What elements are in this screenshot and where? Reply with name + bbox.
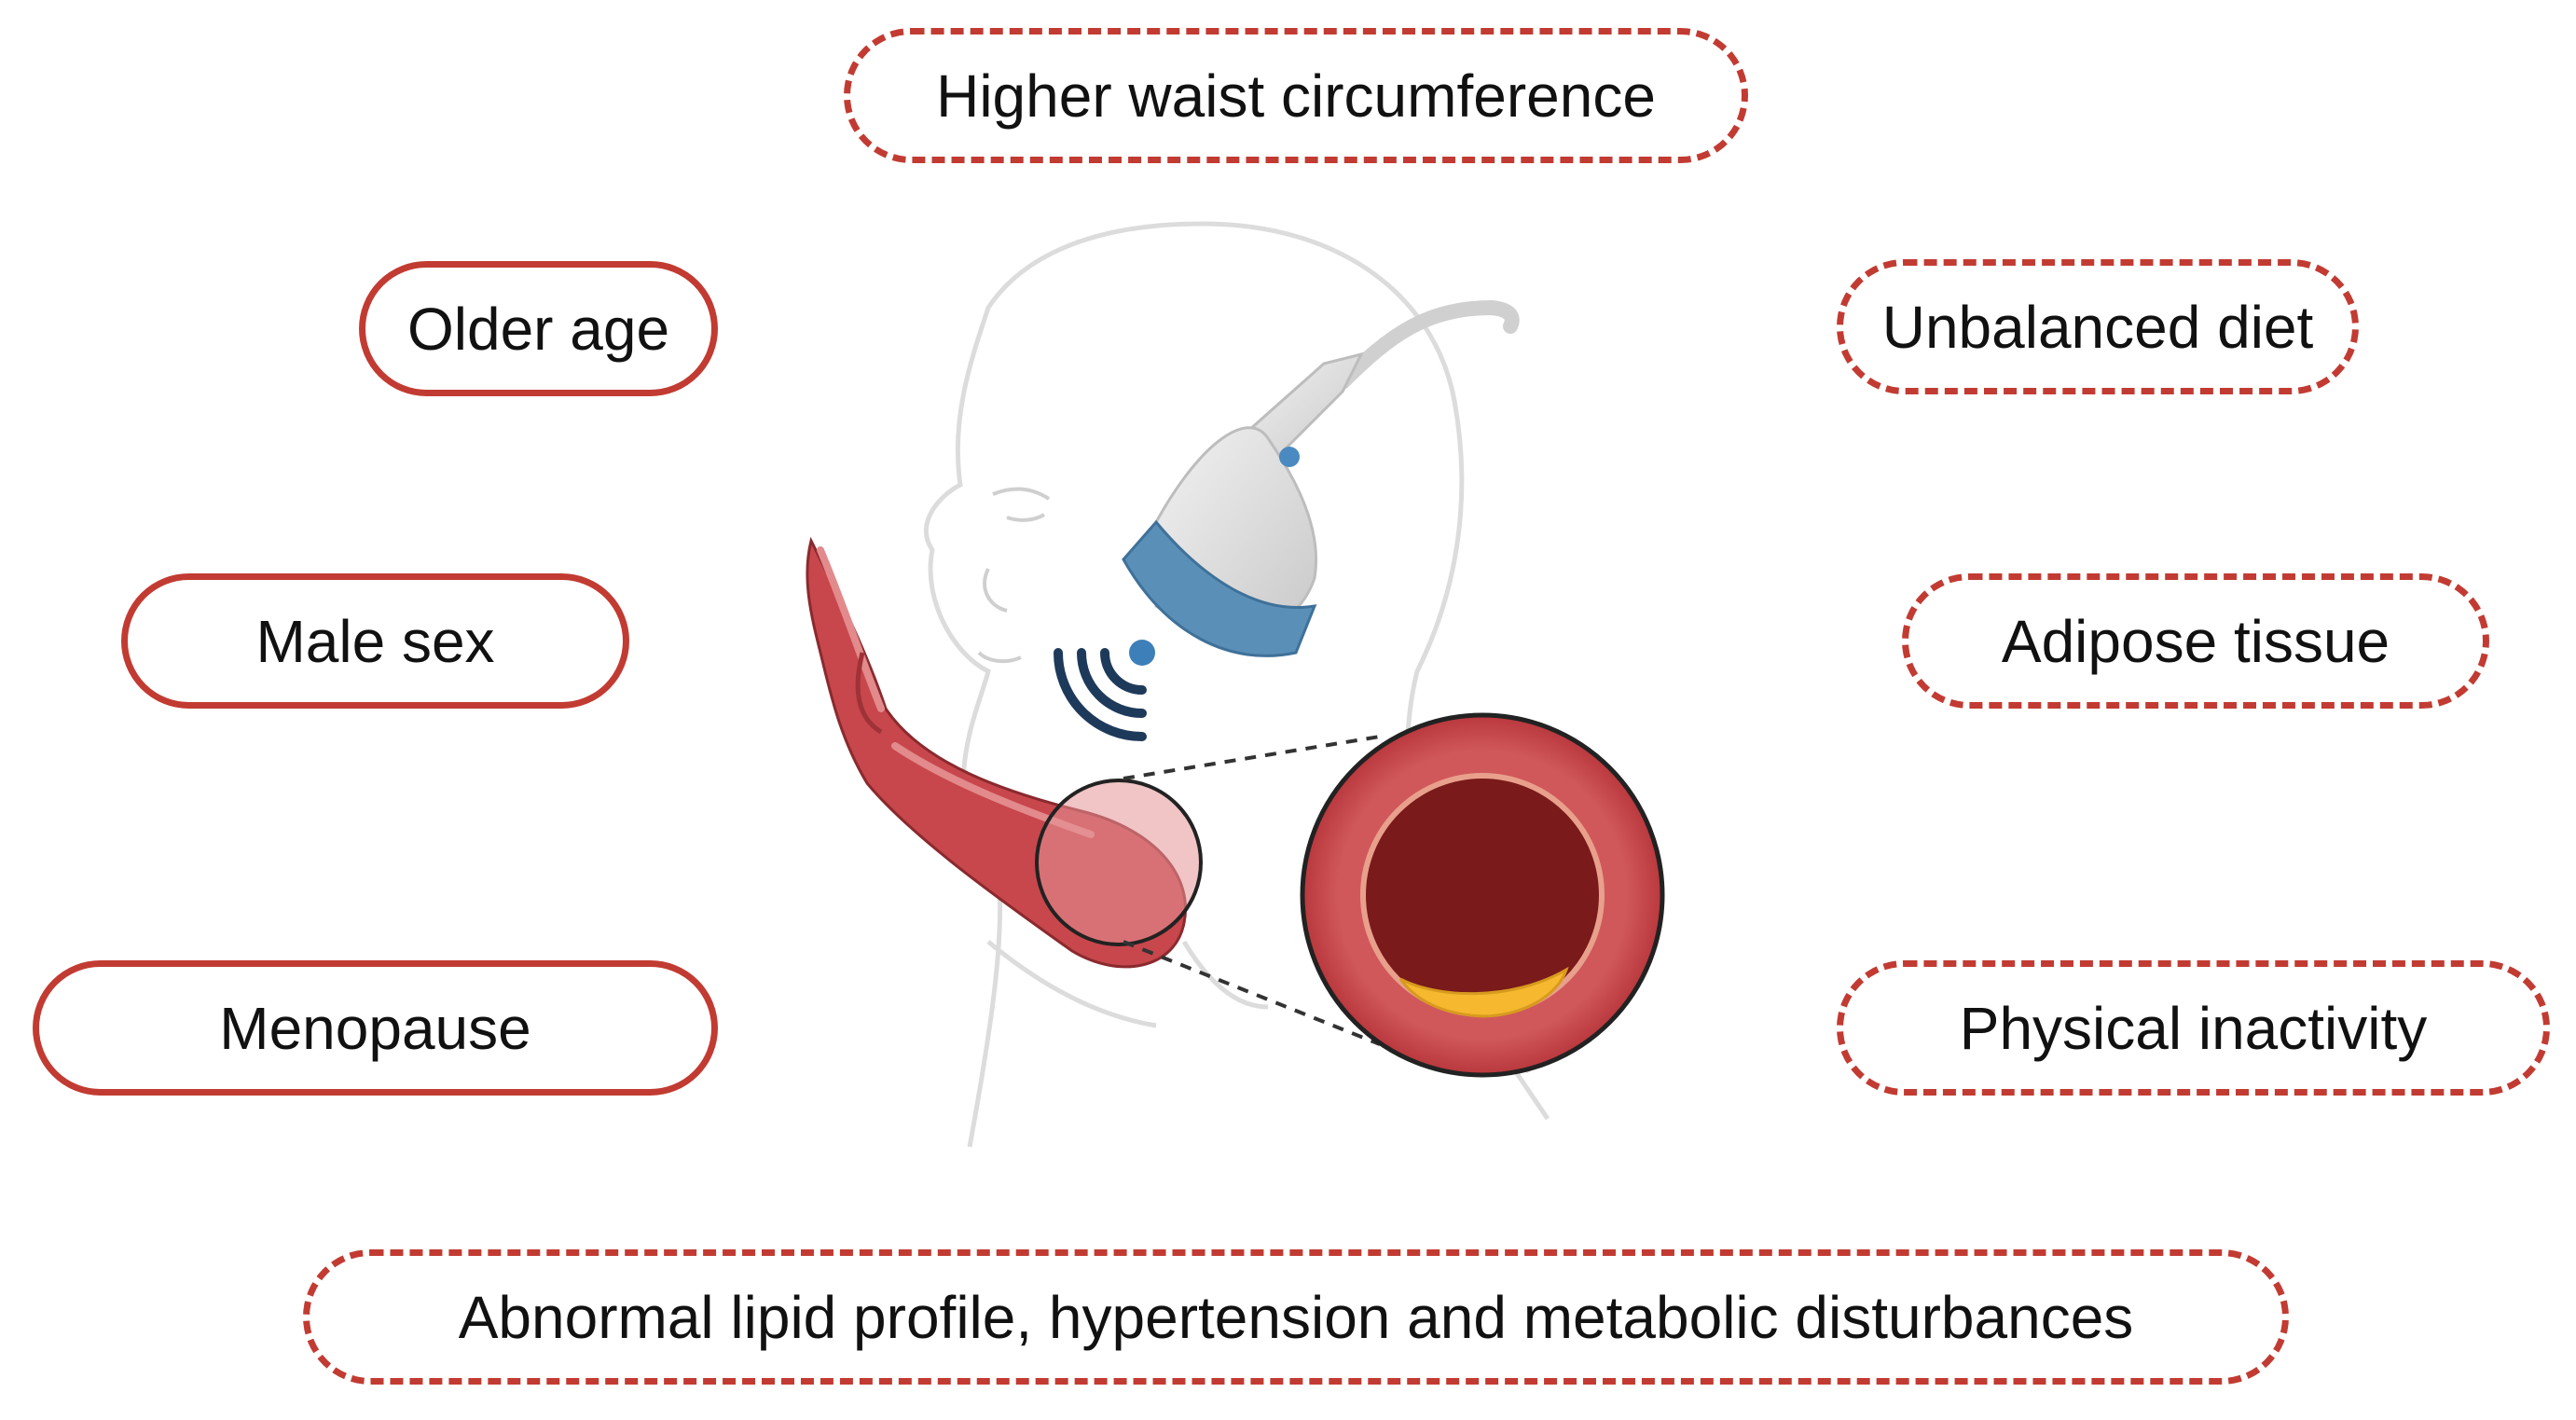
factor-diet: Unbalanced diet (1837, 259, 2359, 394)
factor-menopause: Menopause (33, 960, 718, 1096)
factor-inactivity: Physical inactivity (1837, 960, 2550, 1096)
factor-lipid: Abnormal lipid profile, hypertension and… (303, 1249, 2289, 1385)
factor-older-age: Older age (359, 261, 718, 396)
carotid-artery-icon (806, 536, 1203, 969)
ultrasound-probe-icon (1122, 299, 1520, 657)
factor-waist: Higher waist circumference (844, 28, 1748, 163)
factor-adipose: Adipose tissue (1902, 573, 2489, 709)
artery-cross-section-icon (1300, 712, 1665, 1078)
ultrasound-wave-icon (1054, 640, 1155, 741)
face-features (977, 487, 1051, 664)
plaque (1398, 966, 1569, 1018)
zoom-lines (1123, 735, 1381, 1046)
factor-male-sex: Male sex (121, 573, 629, 709)
